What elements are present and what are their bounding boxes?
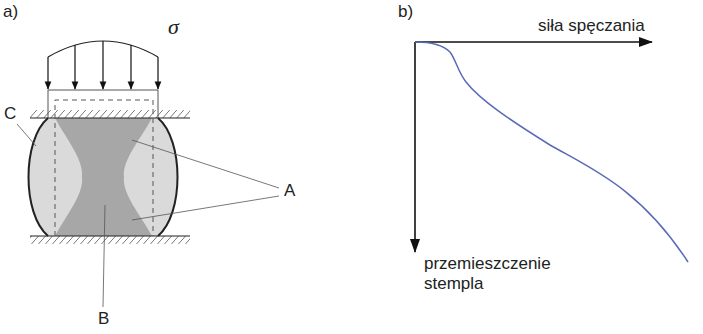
- upper-plate: [30, 117, 190, 118]
- stress-symbol: σ: [168, 14, 179, 39]
- force-axis: [415, 41, 652, 43]
- barrel-outline: [29, 118, 49, 236]
- axis-label: przemieszczenie stempla: [424, 254, 554, 293]
- pressure-arrow: [47, 57, 48, 89]
- panel-label: a): [3, 2, 18, 22]
- plate-hatching: [30, 110, 190, 118]
- axis-label: siła spęczania: [538, 16, 645, 36]
- zone-label: A: [284, 181, 295, 201]
- displacement-axis: [414, 42, 416, 252]
- leader-line: [132, 140, 279, 188]
- leader-line: [103, 205, 105, 307]
- panel-label: b): [398, 2, 413, 22]
- plate-hatching: [30, 236, 190, 244]
- specimen-zone-c: [29, 118, 178, 236]
- lower-plate: [30, 235, 190, 236]
- initial-shape: [55, 100, 153, 236]
- pressure-arrow: [74, 45, 75, 89]
- leader-line: [132, 196, 279, 220]
- barrel-outline: [158, 118, 178, 236]
- zone-label: C: [4, 104, 16, 124]
- pressure-arrows: [48, 41, 158, 89]
- punch-outline: [48, 90, 49, 118]
- pressure-arrow: [130, 45, 131, 89]
- punch-outline: [158, 90, 159, 118]
- pressure-arrow: [157, 57, 158, 89]
- zone-ab: [55, 118, 152, 236]
- pressure-arrow: [102, 41, 103, 89]
- leader-line: [17, 124, 36, 146]
- punch-outline: [48, 90, 158, 91]
- force-curve: [415, 42, 688, 262]
- zone-label: B: [98, 309, 109, 329]
